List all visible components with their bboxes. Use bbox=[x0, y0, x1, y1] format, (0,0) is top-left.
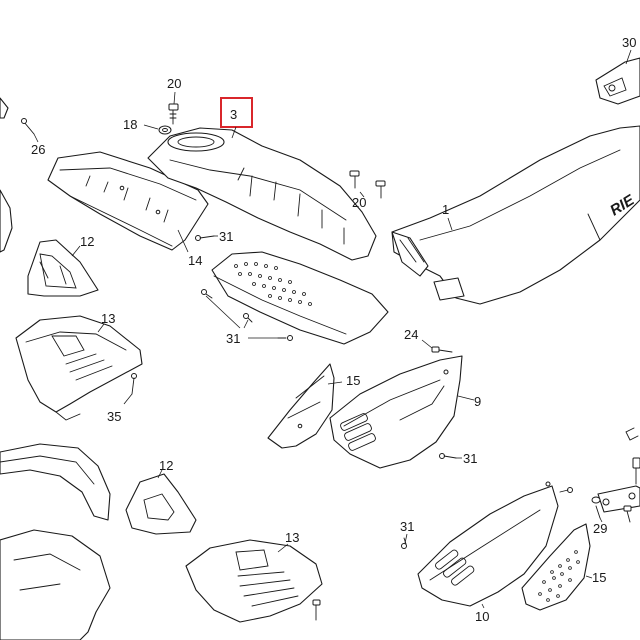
screw-24[interactable] bbox=[431, 346, 453, 353]
callout-30: 30 bbox=[622, 35, 636, 50]
callout-31-b: 31 bbox=[226, 331, 240, 346]
callout-24: 24 bbox=[404, 327, 418, 342]
callout-12-upper: 12 bbox=[80, 234, 94, 249]
screw-31-d[interactable] bbox=[401, 537, 407, 549]
part-13-lower-fender[interactable] bbox=[185, 539, 323, 623]
part-15-perforations bbox=[538, 550, 580, 602]
clip-right-edge[interactable] bbox=[625, 427, 640, 485]
part-10-vents bbox=[435, 549, 475, 586]
callout-13-lower: 13 bbox=[285, 530, 299, 545]
callout-26: 26 bbox=[31, 142, 45, 157]
screw-bottom[interactable] bbox=[312, 599, 321, 621]
grille-perforations bbox=[234, 262, 312, 306]
part-12-lower-bracket[interactable] bbox=[125, 473, 197, 535]
part-12-upper-bracket[interactable] bbox=[27, 239, 99, 297]
part-15-middle-panel[interactable] bbox=[267, 363, 335, 449]
part-15-lower-perforated-panel[interactable] bbox=[521, 523, 591, 611]
screw-35[interactable] bbox=[131, 373, 137, 395]
highlight-box-part-3 bbox=[220, 97, 253, 128]
screw-upper-10[interactable] bbox=[559, 487, 573, 493]
part-14-grille-panel[interactable] bbox=[211, 251, 389, 345]
left-edge-part bbox=[0, 97, 13, 253]
callout-15-middle: 15 bbox=[346, 373, 360, 388]
screws-20-right[interactable] bbox=[349, 170, 386, 199]
callout-18: 18 bbox=[123, 117, 137, 132]
part-1-seat[interactable] bbox=[391, 125, 640, 305]
screw-31-c[interactable] bbox=[439, 453, 457, 459]
callout-15-lower: 15 bbox=[592, 570, 606, 585]
callout-9: 9 bbox=[474, 394, 481, 409]
part-9-vents bbox=[340, 413, 376, 451]
callout-35: 35 bbox=[107, 409, 121, 424]
callout-29: 29 bbox=[593, 521, 607, 536]
part-29-bracket[interactable] bbox=[591, 485, 640, 523]
screw-31-a[interactable] bbox=[195, 235, 215, 241]
screw-20-top[interactable] bbox=[168, 103, 179, 125]
part-3-tank-cover[interactable] bbox=[147, 127, 377, 261]
callout-14: 14 bbox=[188, 253, 202, 268]
front-fender-partial bbox=[0, 443, 111, 640]
callout-13-upper: 13 bbox=[101, 311, 115, 326]
callout-1: 1 bbox=[442, 202, 449, 217]
callout-31-a: 31 bbox=[219, 229, 233, 244]
callout-3: 3 bbox=[230, 107, 237, 122]
callout-12-lower: 12 bbox=[159, 458, 173, 473]
callout-31-c: 31 bbox=[463, 451, 477, 466]
part-13-upper-fender[interactable] bbox=[15, 315, 143, 421]
callout-31-d: 31 bbox=[400, 519, 414, 534]
part-9-side-panel[interactable] bbox=[329, 355, 463, 469]
callout-10: 10 bbox=[475, 609, 489, 624]
callout-20-right: 20 bbox=[352, 195, 366, 210]
part-30-panel[interactable] bbox=[595, 57, 640, 105]
screws-31-b[interactable] bbox=[201, 289, 293, 341]
part-10-lower-side-panel[interactable] bbox=[417, 481, 559, 607]
washer-18[interactable] bbox=[158, 125, 172, 135]
screw-26[interactable] bbox=[21, 118, 35, 135]
callout-20-top: 20 bbox=[167, 76, 181, 91]
